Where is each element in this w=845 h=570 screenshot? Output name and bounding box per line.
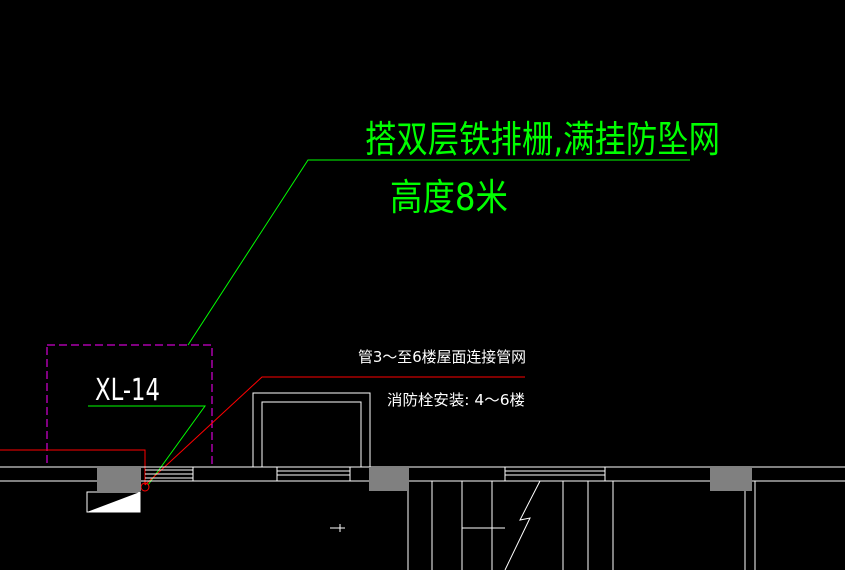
tag-label: XL-14 [95,373,160,408]
main-note-line2: 高度8米 [390,176,508,219]
red-pipe-left [0,449,146,485]
column-1 [97,467,141,491]
column-2 [369,467,409,491]
main-note-line1: 搭双层铁排栅,满挂防坠网 [365,118,720,161]
hydrant-note: 消防栓安装: 4～6楼 [387,391,525,409]
green-leader [88,159,690,486]
red-pipe-right [144,376,525,486]
structural-columns [97,467,752,491]
tag-leader-line [88,405,206,486]
section-marker [86,491,141,513]
leader-line [187,159,690,346]
pipe-note: 管3～至6楼屋面连接管网 [358,348,526,366]
column-3 [710,467,752,491]
